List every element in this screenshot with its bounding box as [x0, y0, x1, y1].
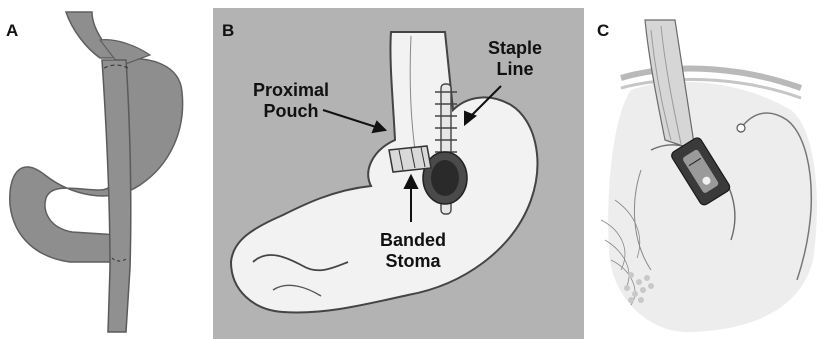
callout-banded-stoma: Banded Stoma	[371, 230, 455, 272]
callout-proximal-pouch-line1: Proximal	[243, 80, 339, 101]
panel-c: C	[591, 0, 822, 339]
callout-banded-stoma-line1: Banded	[371, 230, 455, 251]
callout-staple-line-line1: Staple	[475, 38, 555, 59]
panel-b: B Proximal Pouch Staple Line Banded Stom…	[213, 0, 584, 339]
callout-banded-stoma-line2: Stoma	[371, 251, 455, 272]
callout-staple-line-line2: Line	[475, 59, 555, 80]
callout-proximal-pouch-line2: Pouch	[243, 101, 339, 122]
callout-proximal-pouch: Proximal Pouch	[243, 80, 339, 122]
stomach-a	[10, 59, 183, 262]
panel-a-illustration	[0, 0, 205, 339]
callout-staple-line: Staple Line	[475, 38, 555, 80]
panel-a: A	[0, 0, 205, 339]
panel-c-illustration	[591, 0, 822, 339]
gastric-band-b	[389, 146, 431, 172]
panel-b-letter: B	[222, 21, 234, 41]
